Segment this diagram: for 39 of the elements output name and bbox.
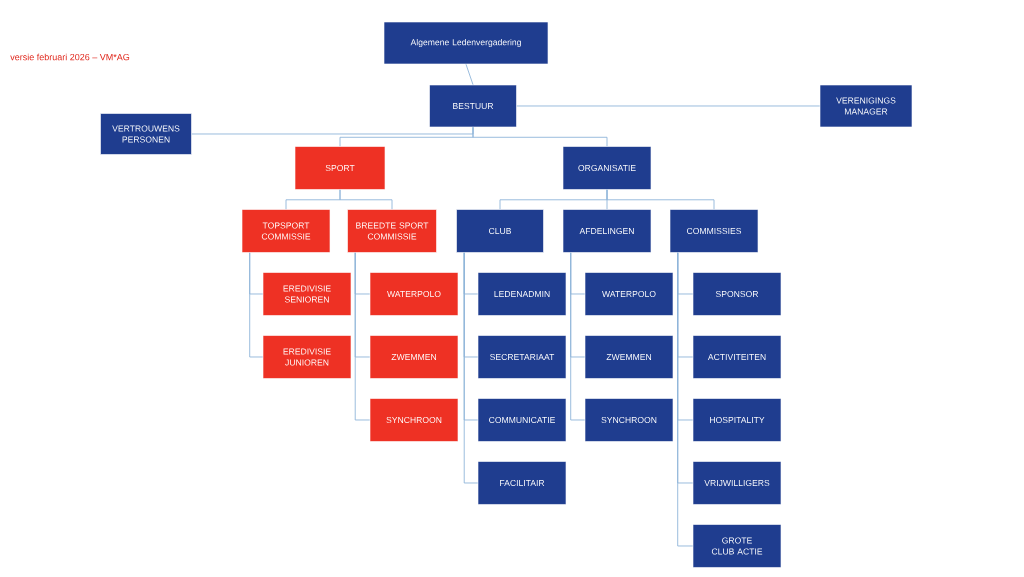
org-box: COMMISSIES xyxy=(669,209,759,253)
org-box: SYNCHROON xyxy=(584,398,674,442)
org-box: ORGANISATIE xyxy=(562,146,652,190)
connector-line xyxy=(249,252,264,358)
org-box: VERTROUWENS PERSONEN xyxy=(100,113,192,155)
org-box: BESTUUR xyxy=(429,84,517,128)
org-box: SPONSOR xyxy=(692,272,782,316)
org-box: ZWEMMEN xyxy=(369,335,459,379)
org-box: WATERPOLO xyxy=(584,272,674,316)
connector-line xyxy=(516,105,821,107)
connector-line xyxy=(570,252,586,421)
org-box: FACILITAIR xyxy=(477,461,567,505)
org-box: AFDELINGEN xyxy=(562,209,652,253)
org-box: ACTIVITEITEN xyxy=(692,335,782,379)
org-box: GROTE CLUB ACTIE xyxy=(692,524,782,568)
connector-line xyxy=(677,252,694,547)
connector-line xyxy=(463,252,479,484)
org-box: SPORT xyxy=(294,146,386,190)
connector-line xyxy=(465,63,474,86)
org-box: COMMUNICATIE xyxy=(477,398,567,442)
org-box: WATERPOLO xyxy=(369,272,459,316)
org-box: SECRETARIAAT xyxy=(477,335,567,379)
org-box: TOPSPORT COMMISSIE xyxy=(241,209,331,253)
org-box: BREEDTE SPORT COMMISSIE xyxy=(347,209,437,253)
org-box: VRIJWILLIGERS xyxy=(692,461,782,505)
version-note: versie februari 2026 – VM*AG xyxy=(10,53,130,61)
org-box: EREDIVISIE SENIOREN xyxy=(262,272,352,316)
org-box: EREDIVISIE JUNIOREN xyxy=(262,335,352,379)
connector-line xyxy=(339,189,393,210)
org-box: HOSPITALITY xyxy=(692,398,782,442)
connector-line xyxy=(472,126,608,147)
org-box: ZWEMMEN xyxy=(584,335,674,379)
org-box: VERENIGINGS MANAGER xyxy=(819,84,913,128)
org-box: Algemene Ledenvergadering xyxy=(383,21,549,65)
org-box: CLUB xyxy=(456,209,544,253)
connector-line xyxy=(354,252,371,421)
org-box: LEDENADMIN xyxy=(477,272,567,316)
org-box: SYNCHROON xyxy=(369,398,459,442)
connector-line xyxy=(606,189,715,210)
